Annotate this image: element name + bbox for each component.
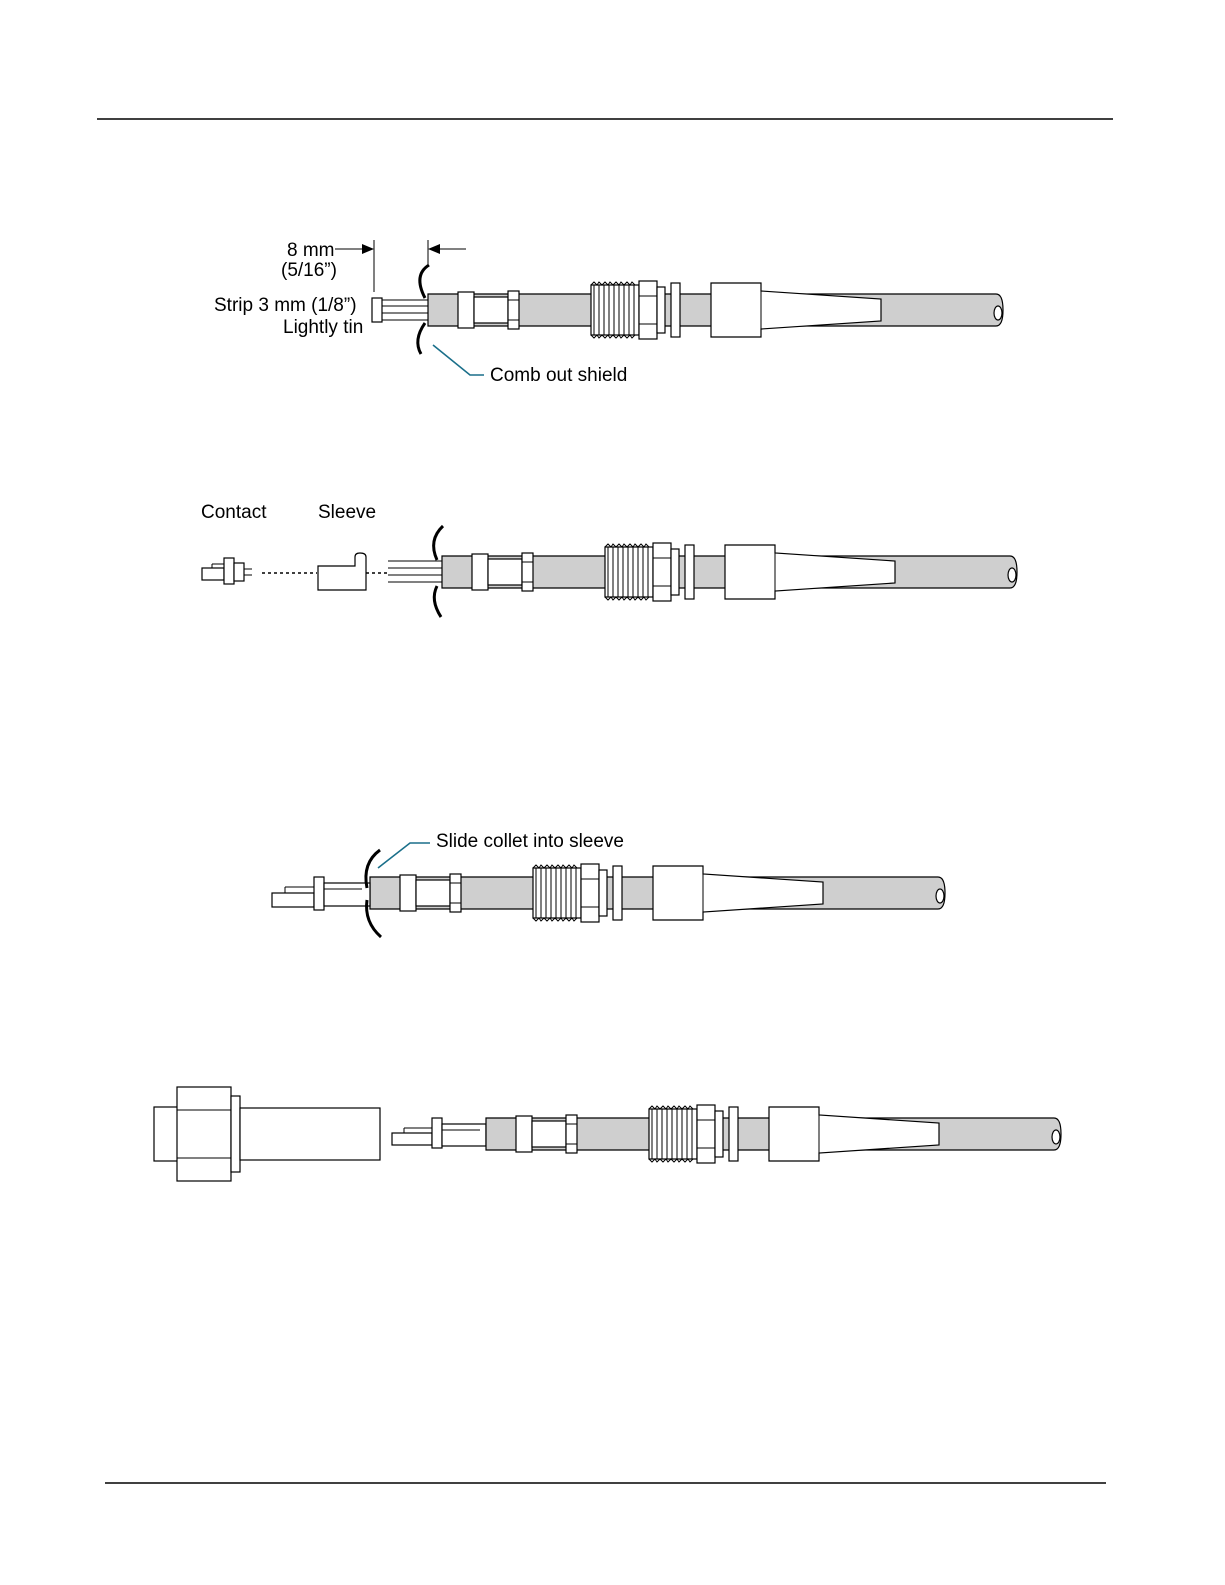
contact-in-sleeve [392,1118,486,1148]
figure-collet-into-sleeve: Slide collet into sleeve [272,831,945,937]
sleeve-part [318,553,366,590]
contact-label: Contact [201,502,267,523]
exposed-wires [372,298,428,322]
figure-strip-cable: 8 mm (5/16”) Strip 3 mm (1/8”) Lightly t… [214,240,1003,386]
collet-label: Slide collet into sleeve [436,831,624,852]
sleeve-label: Sleeve [318,502,376,523]
figure-contact-sleeve: Contact Sleeve [201,502,1017,617]
dimension-mm-label: 8 mm [287,240,335,261]
contact-pin [202,558,252,584]
tin-instruction-label: Lightly tin [283,317,363,338]
connector-housing [154,1087,380,1181]
combed-shield [420,265,429,298]
shield-label: Comb out shield [490,365,627,386]
shield-leader-line [433,345,484,375]
figure-housing-and-assembly [154,1087,1061,1181]
dimension-inch-label: (5/16”) [281,260,337,281]
contact-in-sleeve [272,877,370,910]
dimension-8mm [335,240,466,292]
strip-instruction-label: Strip 3 mm (1/8”) [214,295,357,316]
exposed-wires [388,561,442,582]
combed-shield [434,526,443,560]
collet-leader-line [378,843,430,868]
